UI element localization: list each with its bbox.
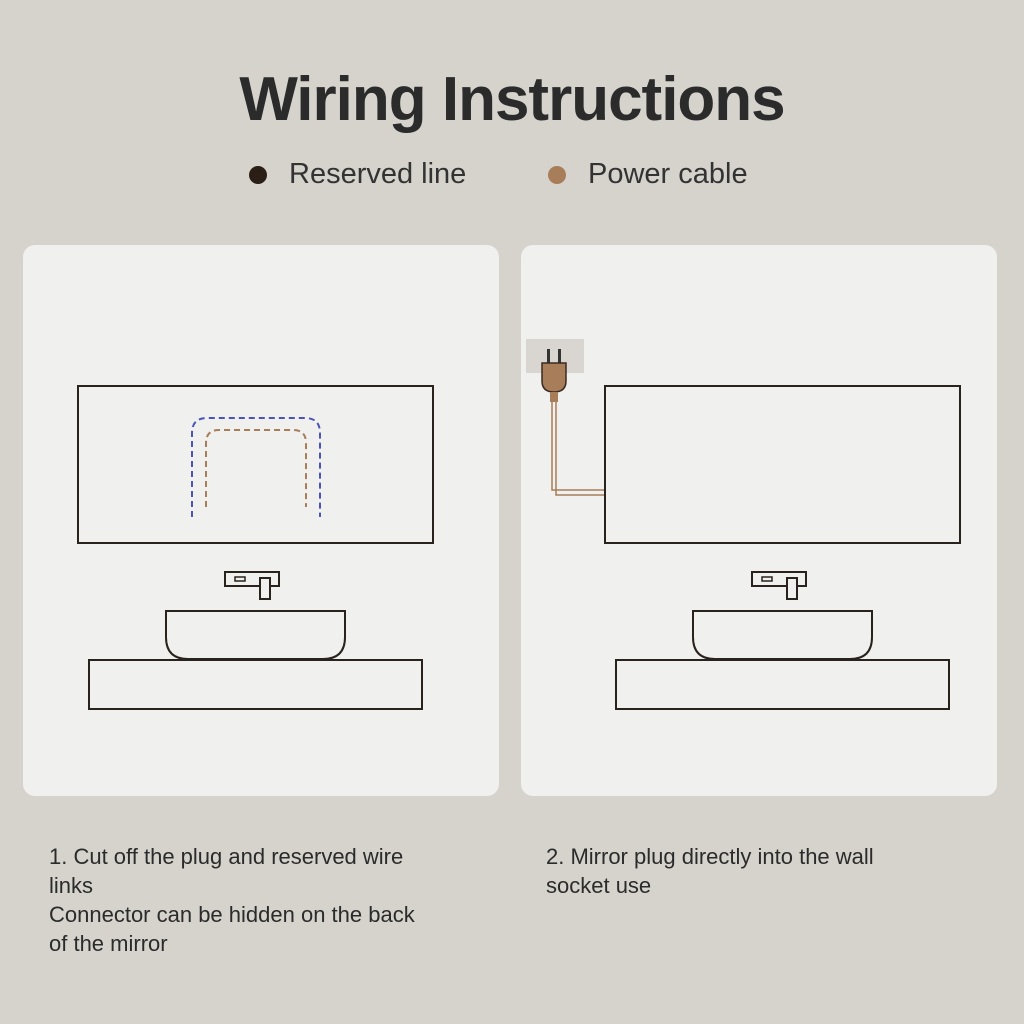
vanity-counter [615,659,950,710]
plug-prong [558,349,561,365]
legend: Reserved line Power cable [0,158,1024,198]
faucet-handle [761,576,773,582]
caption-line: 2. Mirror plug directly into the wall [546,844,874,869]
legend-item-power-cable: Power cable [548,158,748,191]
caption-line: Connector can be hidden on the back [49,902,415,927]
diagram-panel-2 [521,245,997,796]
plug-prong [547,349,550,365]
faucet-spout [259,577,271,600]
dot-icon [249,165,267,184]
mirror-outline [77,385,434,544]
caption-step-2: 2. Mirror plug directly into the wall so… [546,842,986,900]
legend-label: Power cable [588,158,748,190]
dot-icon [548,165,566,184]
diagram-hidden-wiring [77,385,434,710]
faucet-handle [234,576,246,582]
power-cable-outer [551,402,605,491]
plug-neck [550,392,558,402]
plug-icon [541,362,567,393]
faucet-body [751,571,807,587]
reserved-line-dashed [191,417,321,517]
caption-line: links [49,873,94,898]
basin-outline [692,610,873,660]
basin-outline [165,610,346,660]
mirror-outline [604,385,961,544]
diagram-panel-1 [23,245,499,796]
diagram-plug-in [526,339,961,710]
legend-item-reserved-line: Reserved line [249,158,466,191]
legend-label: Reserved line [289,158,467,190]
faucet-spout [786,577,798,600]
vanity-counter [88,659,423,710]
faucet-body [224,571,280,587]
caption-line: 1. Cut off the plug and reserved wire [49,844,404,869]
caption-step-1: 1. Cut off the plug and reserved wire li… [49,842,489,958]
power-cable-dashed [205,429,307,507]
caption-line: of the mirror [49,931,168,956]
power-cable-inner [555,402,605,496]
page-title: Wiring Instructions [239,65,785,134]
caption-line: socket use [546,873,652,898]
